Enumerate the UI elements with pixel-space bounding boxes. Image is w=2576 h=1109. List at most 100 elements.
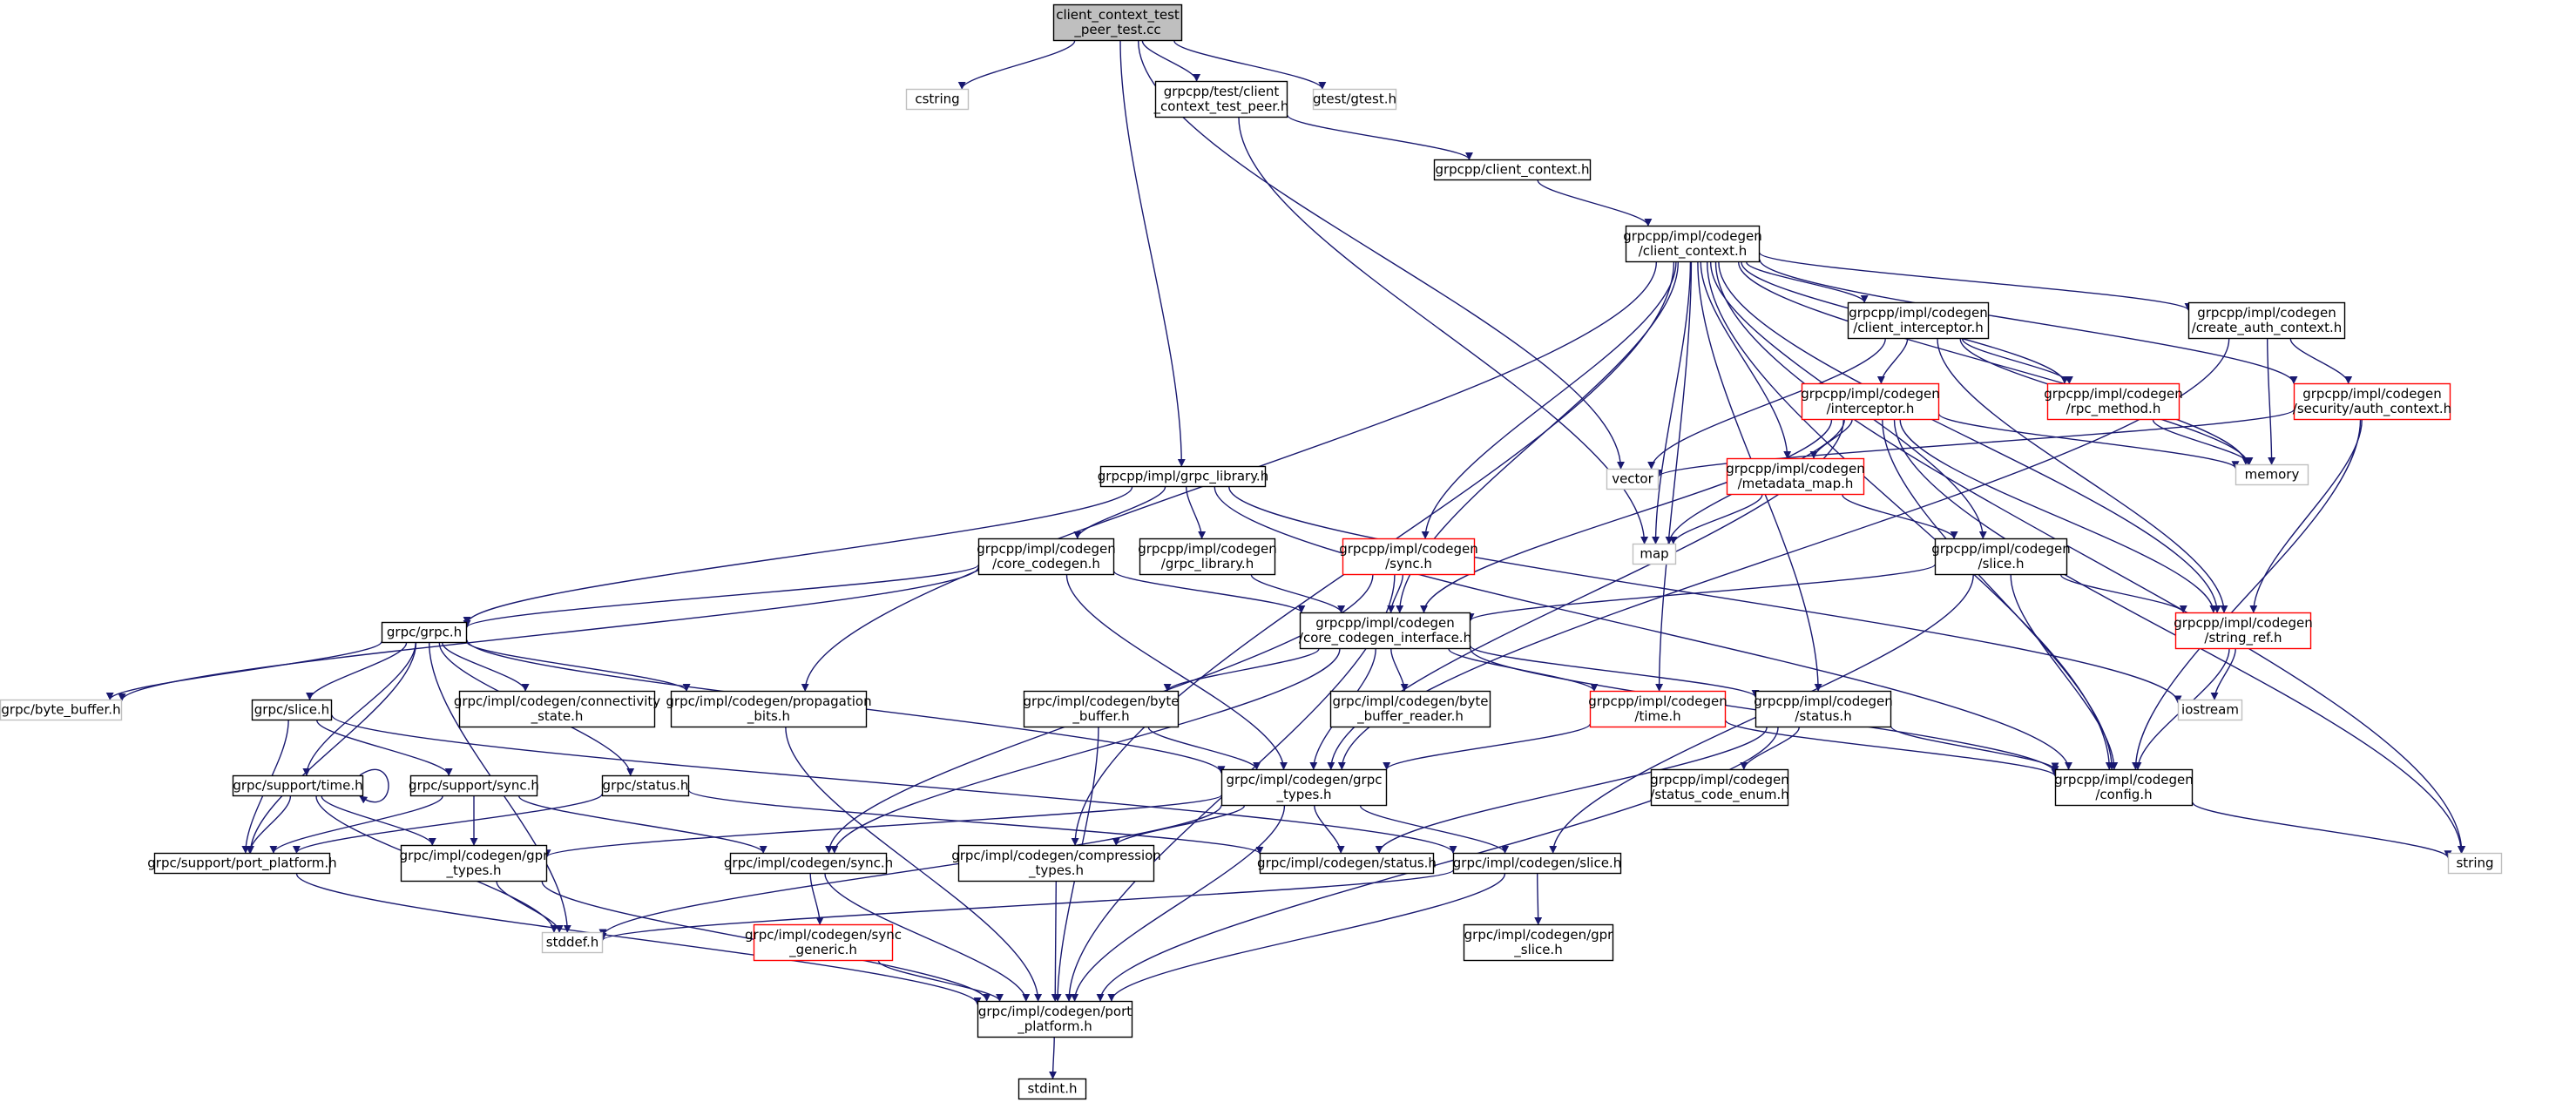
- edge-gtypes-to-gprtypes: [543, 795, 1222, 858]
- node-label: grpc/support/sync.h: [409, 778, 539, 794]
- node-root[interactable]: client_context_test_peer_test.cc: [1052, 3, 1183, 42]
- edge-cgcc-to-string: [1714, 261, 2466, 854]
- edge-grpch-to-sport: [247, 642, 417, 854]
- edge-grpch-to-bytebuf: [105, 640, 382, 700]
- edge-gcslice-to-stddef: [598, 869, 1454, 941]
- node-box: [1625, 225, 1761, 263]
- node-grpch[interactable]: grpc/grpc.h: [381, 621, 468, 644]
- node-box: [2187, 301, 2346, 340]
- node-label: grpcpp/impl/codegen: [2197, 305, 2336, 321]
- edge-propb-to-port: [785, 727, 1043, 1002]
- edge-cstatus-to-gcstatus: [1375, 727, 1768, 854]
- edge-grpclib-to-iostream: [1228, 486, 2182, 704]
- edge-corecg-to-gtypes: [1065, 574, 1288, 770]
- node-cauth[interactable]: grpcpp/impl/codegen/create_auth_context.…: [2187, 301, 2346, 340]
- node-grpclib[interactable]: grpcpp/impl/grpc_library.h: [1098, 465, 1268, 488]
- node-connst[interactable]: grpc/impl/codegen/connectivity_state.h: [454, 690, 660, 728]
- node-box: [1755, 690, 1892, 728]
- node-cc[interactable]: grpcpp/client_context.h: [1433, 159, 1592, 181]
- edge-interc-to-cci: [1420, 419, 1833, 613]
- node-label: iostream: [2181, 702, 2239, 718]
- node-sport[interactable]: grpc/support/port_platform.h: [147, 852, 337, 875]
- node-memory: memory: [2235, 463, 2309, 486]
- node-label: _bits.h: [747, 708, 790, 725]
- node-label: _peer_test.cc: [1073, 22, 1160, 38]
- node-cstatus[interactable]: grpcpp/impl/codegen/status.h: [1754, 690, 1893, 728]
- node-box: [381, 621, 468, 644]
- edge-gsync-to-port: [824, 873, 1031, 1002]
- node-gsync[interactable]: grpc/impl/codegen/sync.h: [724, 852, 893, 875]
- node-syncgen[interactable]: grpc/impl/codegen/sync_generic.h: [745, 923, 902, 962]
- node-ctpeer[interactable]: grpcpp/test/client_context_test_peer.h: [1153, 80, 1289, 118]
- node-box: [670, 690, 868, 728]
- node-label: grpc/grpc.h: [387, 625, 462, 640]
- node-label: grpc/byte_buffer.h: [1, 702, 120, 719]
- edge-gbb-to-gtypes: [1147, 727, 1261, 770]
- node-box: [1259, 852, 1435, 875]
- node-label: grpcpp/impl/codegen: [1623, 228, 1762, 244]
- node-bbr[interactable]: grpc/impl/codegen/byte_buffer_reader.h: [1329, 690, 1491, 728]
- node-gcstatus[interactable]: grpc/impl/codegen/status.h: [1257, 852, 1437, 875]
- node-ssync[interactable]: grpc/support/sync.h: [409, 774, 539, 797]
- edge-cslice-to-cconfig: [2010, 574, 2119, 770]
- edge-secauth-to-cconfig: [2132, 419, 2362, 770]
- node-box: [251, 699, 333, 721]
- node-label: grpcpp/impl/codegen: [1931, 541, 2071, 557]
- node-label: grpcpp/impl/codegen: [1588, 693, 1727, 709]
- node-propb[interactable]: grpc/impl/codegen/propagation_bits.h: [666, 690, 872, 728]
- node-sce[interactable]: grpcpp/impl/codegen/status_code_enum.h: [1650, 768, 1789, 807]
- node-interc[interactable]: grpcpp/impl/codegen/interceptor.h: [1801, 382, 1940, 421]
- node-cstring: cstring: [905, 88, 970, 111]
- edge-gtypes-to-port: [1071, 805, 1286, 1002]
- node-label: grpc/impl/codegen/slice.h: [1453, 855, 1621, 871]
- node-label: /time.h: [1634, 708, 1680, 724]
- node-cint[interactable]: grpcpp/impl/codegen/client_interceptor.h: [1847, 301, 1990, 340]
- node-cconfig[interactable]: grpcpp/impl/codegen/config.h: [2054, 768, 2194, 807]
- node-stime[interactable]: grpc/support/time.h: [232, 774, 364, 797]
- node-rpcm[interactable]: grpcpp/impl/codegen/rpc_method.h: [2044, 382, 2183, 421]
- node-gprtypes[interactable]: grpc/impl/codegen/gpr_types.h: [400, 844, 550, 882]
- node-corecg[interactable]: grpcpp/impl/codegen/core_codegen.h: [977, 538, 1116, 576]
- node-port[interactable]: grpc/impl/codegen/port_platform.h: [977, 1000, 1133, 1038]
- node-secauth[interactable]: grpcpp/impl/codegen/security/auth_contex…: [2293, 382, 2451, 421]
- node-box: [1312, 88, 1397, 111]
- node-box: [0, 699, 123, 721]
- node-label: /metadata_map.h: [1738, 476, 1854, 492]
- edge-ctpeer-to-map: [1238, 117, 1649, 544]
- node-box: [2054, 768, 2194, 807]
- node-box: [905, 88, 970, 111]
- node-label: grpcpp/impl/codegen: [1315, 615, 1455, 631]
- node-label: _buffer.h: [1072, 708, 1129, 725]
- node-cgcc[interactable]: grpcpp/impl/codegen/client_context.h: [1623, 225, 1762, 263]
- edge-gslice-to-gcslice: [331, 714, 1457, 854]
- node-label: grpcpp/impl/codegen: [1754, 693, 1893, 709]
- node-mdmap[interactable]: grpcpp/impl/codegen/metadata_map.h: [1726, 457, 1865, 496]
- edge-syncgen-to-port: [877, 960, 1004, 1002]
- node-iostream: iostream: [2177, 699, 2243, 721]
- node-stdint[interactable]: stdint.h: [1018, 1078, 1087, 1100]
- edge-grpch-to-gslice: [306, 642, 408, 700]
- node-box: [729, 852, 888, 875]
- node-label: grpc/impl/codegen/grpc: [1227, 772, 1383, 788]
- node-comptypes[interactable]: grpc/impl/codegen/compression_types.h: [951, 844, 1161, 882]
- node-gcslice[interactable]: grpc/impl/codegen/slice.h: [1453, 852, 1621, 875]
- node-gslice[interactable]: grpc/slice.h: [251, 699, 333, 721]
- node-cslice[interactable]: grpcpp/impl/codegen/slice.h: [1931, 538, 2071, 576]
- node-label: /client_interceptor.h: [1853, 320, 1984, 336]
- node-gbb[interactable]: grpc/impl/codegen/byte_buffer.h: [1023, 690, 1180, 728]
- node-cci[interactable]: grpcpp/impl/codegen/core_codegen_interfa…: [1299, 612, 1471, 650]
- node-cglib[interactable]: grpcpp/impl/codegen/grpc_library.h: [1138, 538, 1277, 576]
- node-strref[interactable]: grpcpp/impl/codegen/string_ref.h: [2174, 612, 2313, 650]
- node-box: [541, 931, 604, 954]
- node-csync[interactable]: grpcpp/impl/codegen/sync.h: [1339, 538, 1478, 576]
- node-string: string: [2447, 852, 2503, 875]
- node-gstatus[interactable]: grpc/status.h: [601, 774, 690, 797]
- node-label: _types.h: [1028, 862, 1084, 879]
- edge-cconfig-to-string: [2192, 801, 2452, 859]
- node-box: [1463, 923, 1614, 962]
- node-ctime[interactable]: grpcpp/impl/codegen/time.h: [1588, 690, 1727, 728]
- node-label: /client_context.h: [1639, 243, 1748, 260]
- edge-cstatus-to-sce: [1740, 727, 1800, 770]
- node-gtypes[interactable]: grpc/impl/codegen/grpc_types.h: [1220, 768, 1388, 807]
- node-gprslice[interactable]: grpc/impl/codegen/gpr_slice.h: [1463, 923, 1614, 962]
